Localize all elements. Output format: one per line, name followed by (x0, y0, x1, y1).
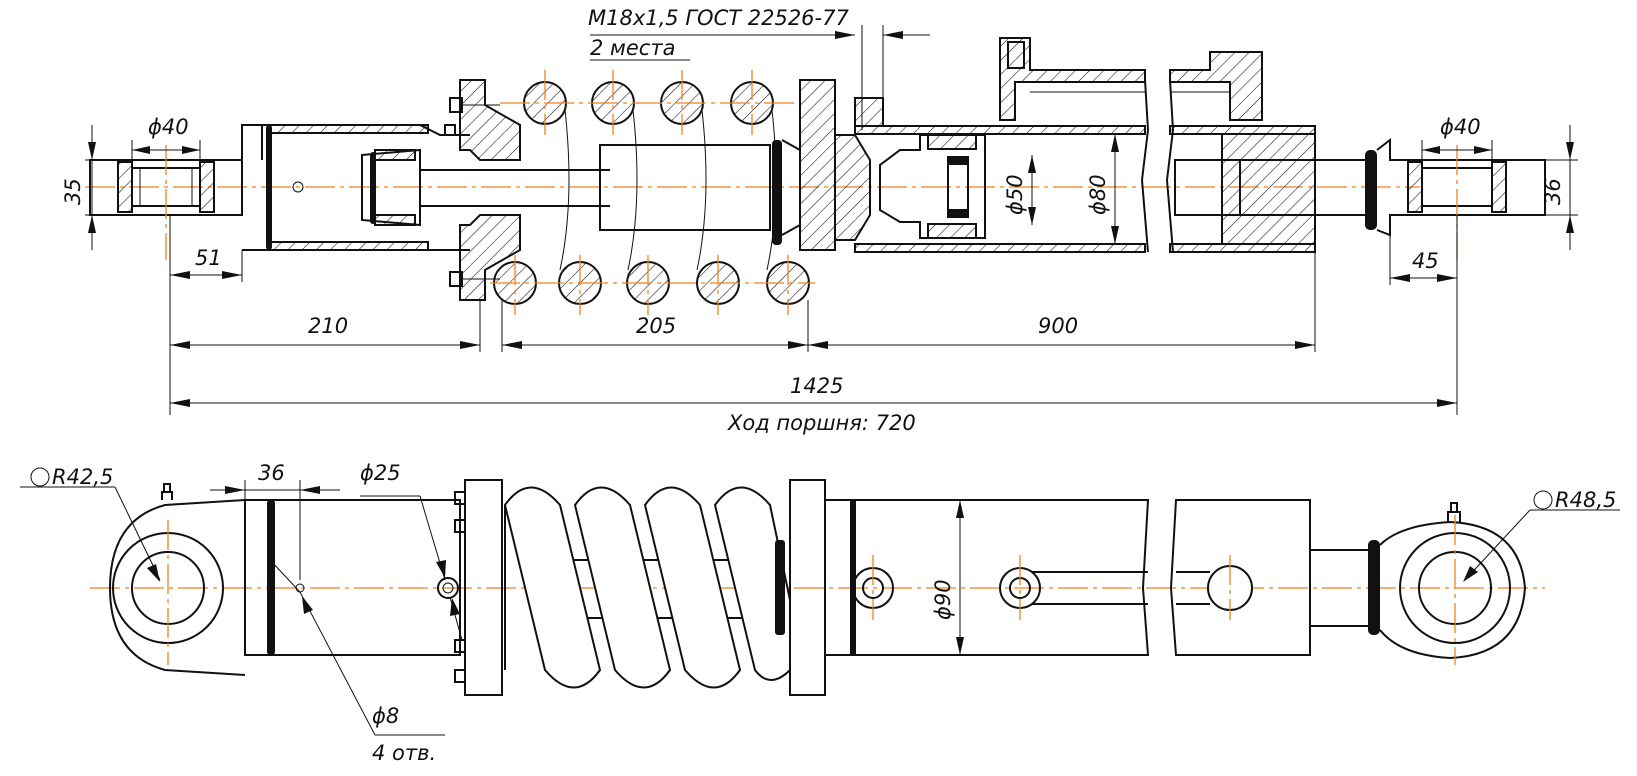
radius-left-label: R42,5 (52, 465, 113, 489)
main-tube-section (854, 37, 1377, 253)
dim-36-right: 36 (1541, 178, 1565, 205)
left-eye-section (89, 124, 263, 260)
tube-diameter-90: ϕ90 (931, 579, 955, 620)
radius-right-label: R48,5 (1555, 488, 1616, 512)
exterior-view: R42,5 R48,5 36 ϕ25 ϕ90 ϕ8 4 отв. (20, 461, 1620, 765)
cylinder-head-section (772, 79, 884, 251)
flange-exterior (454, 479, 503, 696)
dim-35: 35 (61, 178, 85, 205)
bore-diameter: ϕ80 (1086, 174, 1110, 215)
dim-205: 205 (636, 314, 676, 338)
dim-900: 900 (1038, 314, 1078, 338)
left-eye-exterior (108, 483, 246, 676)
flange-section (449, 79, 521, 301)
right-eye-section (1376, 137, 1546, 260)
left-eye-diameter: ϕ40 (148, 115, 189, 139)
thread-places-label: 2 места (590, 36, 675, 60)
spring-exterior (503, 486, 791, 689)
dim-1425: 1425 (790, 374, 843, 398)
dim-36-bottom: 36 (258, 461, 285, 485)
dim-51: 51 (195, 246, 222, 270)
main-tube-exterior (824, 499, 1311, 656)
right-eye-diameter: ϕ40 (1440, 115, 1481, 139)
thread-label: M18x1,5 ГОСТ 22526-77 (588, 6, 849, 30)
hole-diameter-25: ϕ25 (360, 461, 401, 485)
left-tube-section (242, 124, 610, 251)
holes-count-label: 4 отв. (372, 741, 436, 765)
section-view: M18x1,5 ГОСТ 22526-77 2 места ϕ40 ϕ40 35… (61, 6, 1578, 435)
exterior-dimensions (20, 480, 1620, 736)
section-dimensions (85, 25, 1578, 415)
radius-symbol-right (1533, 490, 1553, 510)
left-tube-exterior (244, 499, 461, 656)
hole-diameter-8: ϕ8 (372, 704, 399, 728)
dim-45: 45 (1412, 249, 1439, 273)
dim-210: 210 (308, 314, 348, 338)
right-eye-exterior (1309, 502, 1527, 665)
stroke-label: Ход поршня: 720 (727, 411, 916, 435)
rod-diameter: ϕ50 (1003, 174, 1027, 215)
spring-section (490, 70, 815, 315)
radius-symbol-left (30, 467, 50, 487)
